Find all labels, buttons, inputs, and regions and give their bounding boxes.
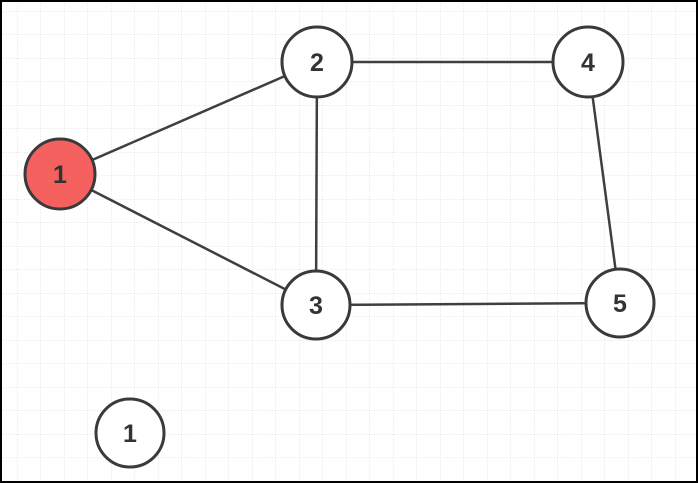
graph-node-n1b[interactable]: 1	[94, 397, 166, 469]
graph-node-n4[interactable]: 4	[551, 25, 625, 99]
graph-node-n3[interactable]: 3	[280, 269, 352, 341]
graph-node-circle-n4[interactable]	[551, 25, 625, 99]
graph-node-circle-n3[interactable]	[280, 269, 352, 341]
graph-edge-n1-n2[interactable]	[58, 60, 319, 176]
graph-node-n1[interactable]: 1	[23, 137, 97, 211]
graph-node-circle-n2[interactable]	[280, 25, 354, 99]
graph-node-n5[interactable]: 5	[584, 267, 656, 339]
graph-node-circle-n5[interactable]	[584, 267, 656, 339]
graph-edge-n3-n5[interactable]	[314, 301, 622, 307]
edges-layer	[58, 60, 622, 307]
graph-node-circle-n1b[interactable]	[94, 397, 166, 469]
graph-node-n2[interactable]: 2	[280, 25, 354, 99]
graph-node-circle-n1[interactable]	[23, 137, 97, 211]
graph-edge-n2-n3[interactable]	[314, 60, 319, 307]
graph-edge-n1-n3[interactable]	[58, 172, 318, 307]
graph-edge-n4-n5[interactable]	[586, 60, 622, 305]
